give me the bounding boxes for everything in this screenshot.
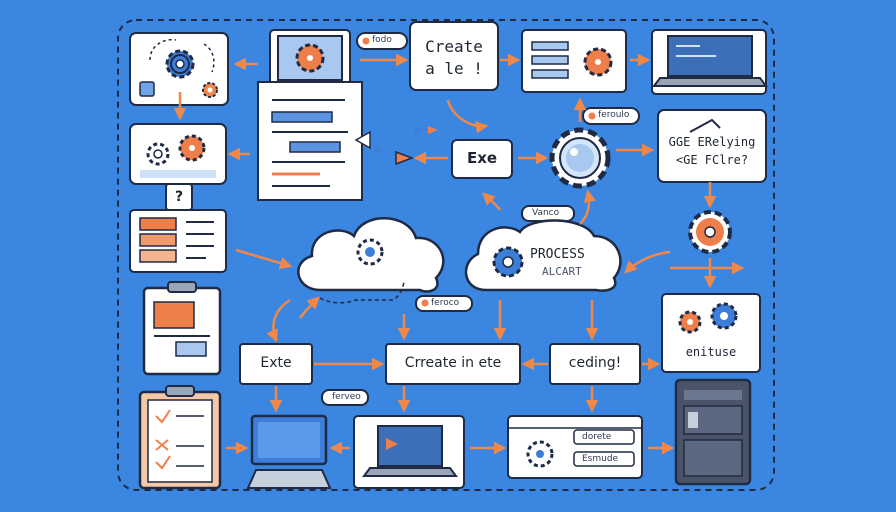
connector-arrows [173, 53, 745, 455]
tag-top [356, 32, 408, 50]
cloud-process [464, 219, 622, 292]
square-icon [139, 81, 155, 97]
enituse-label: enituse [685, 345, 737, 359]
cloud-gear [297, 217, 445, 293]
gear-icon [492, 246, 524, 278]
process-cloud-label-line2: ALCART [542, 265, 582, 278]
create-in-ete-label: Crreate in ete [404, 355, 502, 371]
node-magnifier-gear [549, 127, 611, 189]
process-cloud-label-line1: PROCESS [530, 247, 585, 262]
question-mark-label: ? [174, 189, 184, 205]
exte-label: Exte [260, 355, 292, 371]
exe-mid-label: Exe [466, 149, 498, 167]
node-list [129, 209, 227, 273]
node-gears-panel [129, 123, 227, 211]
gear-icon [356, 238, 384, 266]
question-box-label-line1: GGE ERelying [668, 135, 756, 149]
tag-bottom [321, 389, 369, 406]
node-document [257, 81, 363, 201]
node-gear-right [688, 210, 732, 254]
gear-icon [526, 440, 554, 468]
rocket-icons [354, 126, 438, 166]
node-gears-cycle [129, 32, 229, 106]
tag-mid [415, 295, 473, 312]
create-file-label-line1: Create [425, 37, 483, 56]
gear-icon [688, 210, 732, 254]
node-server [674, 378, 752, 486]
gear-icon [295, 43, 325, 73]
node-enituse [661, 293, 761, 373]
dashed-connector [319, 281, 405, 304]
tag-panel-a-label: dorete [582, 432, 612, 442]
node-desktop [246, 414, 332, 489]
node-checklist [521, 29, 627, 93]
node-exte [239, 343, 313, 385]
gear-icon [146, 142, 170, 166]
tag-mid-label: feroco [431, 298, 460, 308]
tag-top-label: fodo [372, 35, 392, 45]
gear-icon [165, 49, 195, 79]
ceding-label: ceding! [568, 355, 622, 371]
gear-icon [678, 310, 702, 334]
node-create-in-ete [385, 343, 521, 385]
small-gear-icon [202, 82, 218, 98]
question-box-label-line2: <GE FClre? [675, 153, 749, 167]
node-exe-mid [451, 139, 513, 179]
gear-icon [178, 134, 206, 162]
node-checklist-clipboard [138, 385, 222, 490]
tag-cloud-label: Vanco [532, 208, 560, 218]
outer-boundary [117, 19, 775, 491]
tag-right [582, 107, 640, 125]
gear-icon [549, 127, 611, 189]
node-create-file [409, 21, 499, 91]
node-settings-panel [507, 415, 643, 479]
node-clipboard [142, 281, 222, 376]
node-laptop-2 [353, 415, 465, 489]
cycle-arrow-icon [149, 38, 177, 61]
node-laptop [651, 29, 768, 95]
node-gear-monitor [269, 29, 351, 89]
node-ceding [549, 343, 641, 385]
create-file-label-line2: a le ! [425, 59, 483, 78]
tag-right-label: feroulo [598, 110, 630, 120]
gear-icon [583, 47, 613, 77]
tag-panel-b-label: Esmude [582, 454, 619, 464]
tag-bottom-label: ferveo [332, 392, 361, 402]
gear-icon [710, 302, 738, 330]
node-question-box [657, 109, 767, 183]
